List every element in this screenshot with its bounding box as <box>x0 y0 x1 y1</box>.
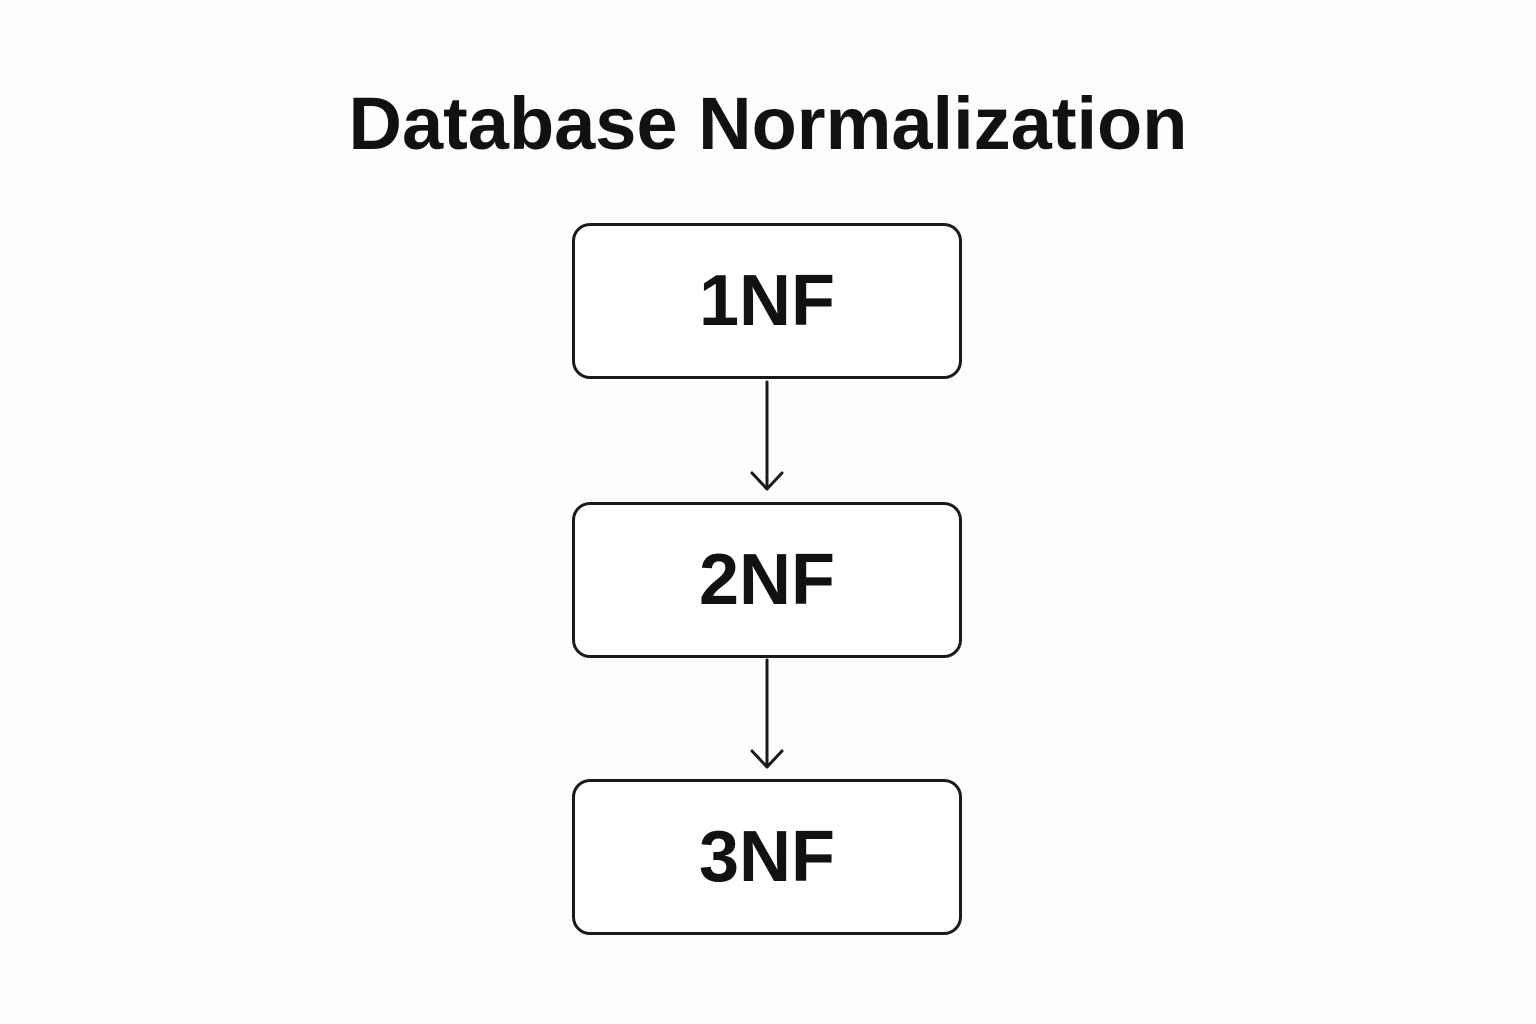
stage-label: 1NF <box>698 261 836 341</box>
stage-box-1nf: 1NF <box>572 223 962 379</box>
stage-label: 3NF <box>698 817 836 897</box>
stage-box-3nf: 3NF <box>572 779 962 935</box>
stage-label: 2NF <box>698 540 836 620</box>
arrow-down-icon <box>750 658 784 769</box>
arrow-down-icon <box>750 380 784 491</box>
stage-box-2nf: 2NF <box>572 502 962 658</box>
diagram-title: Database Normalization <box>348 82 1188 165</box>
